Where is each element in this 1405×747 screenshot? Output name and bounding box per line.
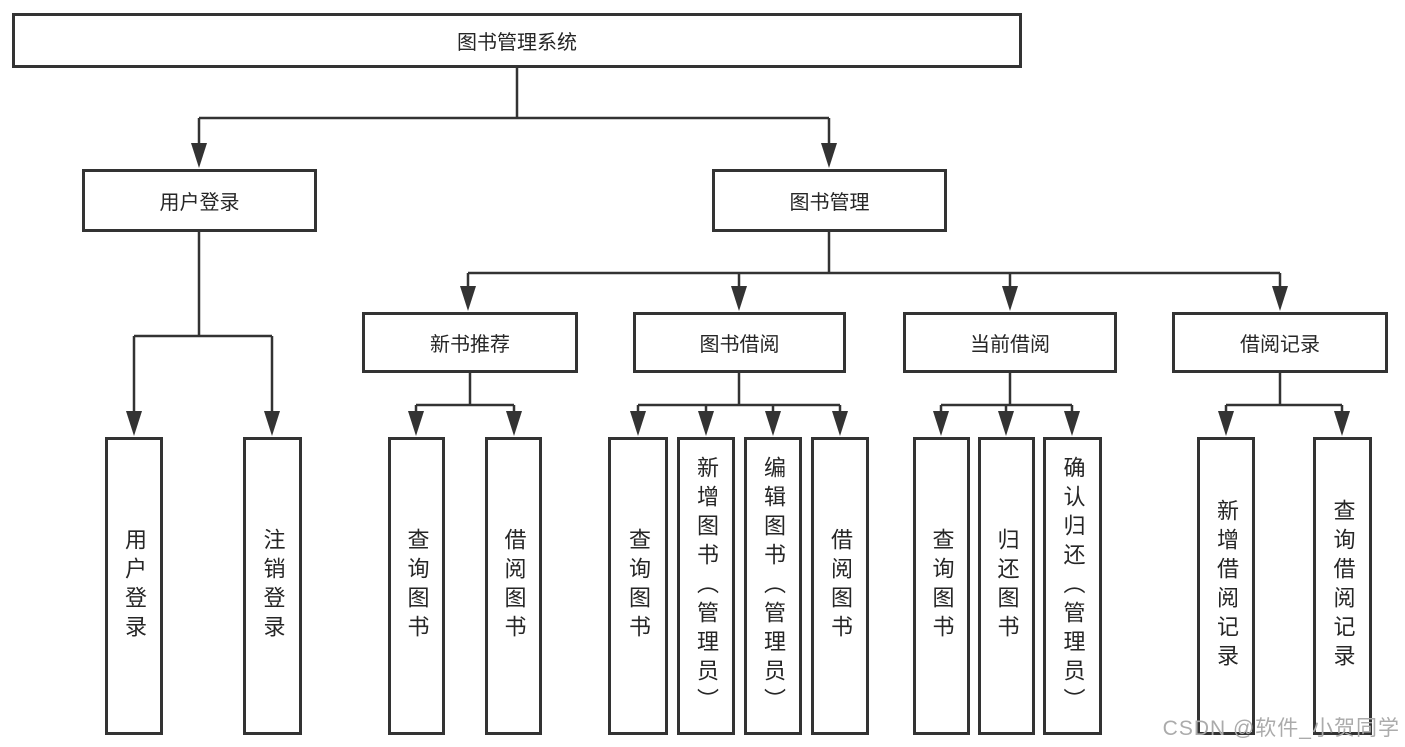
arrowhead-icon [1218,411,1234,436]
node-label: 借阅图书 [501,528,527,644]
node-label: 查询图书 [626,528,651,644]
node-label: 借阅记录 [1240,334,1320,356]
node-label: 归还图书 [994,528,1020,644]
leaf-return-book: 归还图书 [978,437,1035,735]
leaf-query-books-1: 查询图书 [388,437,445,735]
arrowhead-icon [1334,411,1350,436]
node-label: 用户登录 [159,192,240,214]
arrowhead-icon [191,143,207,168]
node-label: 图书管理 [789,192,870,214]
node-book-management: 图书管理 [712,169,947,232]
connector-new-book-recommend [414,373,516,412]
node-current-borrowing: 当前借阅 [903,312,1117,373]
node-label: 查询图书 [404,528,430,644]
leaf-query-borrow-record: 查询借阅记录 [1313,437,1372,735]
leaf-query-books-2: 查询图书 [608,437,668,735]
node-label: 新增借阅记录 [1214,499,1239,673]
arrowhead-icon [1272,286,1288,311]
node-label: 确认归还（管理员） [1060,455,1086,717]
arrowhead-icon [460,286,476,311]
arrowhead-icon [408,411,424,436]
node-user-login: 用户登录 [82,169,317,232]
node-library-system: 图书管理系统 [12,13,1022,68]
node-book-borrowing: 图书借阅 [633,312,846,373]
connector-root [197,68,831,144]
leaf-user-login: 用户登录 [105,437,163,735]
arrowhead-icon [1002,286,1018,311]
arrowhead-icon [126,411,142,436]
leaf-edit-book-admin: 编辑图书（管理员） [744,437,802,735]
node-new-book-recommend: 新书推荐 [362,312,578,373]
leaf-confirm-return-admin: 确认归还（管理员） [1043,437,1102,735]
arrowhead-icon [506,411,522,436]
leaf-logout-login: 注销登录 [243,437,302,735]
arrowhead-icon [630,411,646,436]
node-label: 新增图书（管理员） [694,455,719,717]
arrowhead-icon [698,411,714,436]
node-label: 用户登录 [122,528,147,644]
arrowhead-icon [765,411,781,436]
leaf-borrow-books-1: 借阅图书 [485,437,542,735]
arrowhead-icon [933,411,949,436]
node-label: 图书借阅 [699,334,780,356]
arrowhead-icon [821,143,837,168]
connector-user-login [132,232,274,412]
node-label: 借阅图书 [828,528,853,644]
connector-current-borrowing [939,373,1074,412]
node-label: 编辑图书（管理员） [761,455,786,717]
leaf-add-book-admin: 新增图书（管理员） [677,437,735,735]
node-label: 查询借阅记录 [1330,499,1356,673]
node-label: 新书推荐 [430,334,510,356]
arrowhead-icon [998,411,1014,436]
leaf-borrow-books-2: 借阅图书 [811,437,869,735]
node-label: 当前借阅 [970,334,1050,356]
arrowhead-icon [832,411,848,436]
arrowhead-icon [264,411,280,436]
connector-book-borrowing [636,373,842,412]
connector-book-management [466,232,1282,287]
node-label: 注销登录 [260,528,286,644]
node-label: 查询图书 [929,528,955,644]
arrowhead-icon [1064,411,1080,436]
leaf-add-borrow-record: 新增借阅记录 [1197,437,1255,735]
arrowhead-icon [731,286,747,311]
leaf-query-books-3: 查询图书 [913,437,970,735]
node-borrowing-records: 借阅记录 [1172,312,1388,373]
connector-borrowing-records [1224,373,1344,412]
watermark: CSDN @软件_小贺同学 [1162,717,1400,740]
node-label: 图书管理系统 [457,32,577,54]
